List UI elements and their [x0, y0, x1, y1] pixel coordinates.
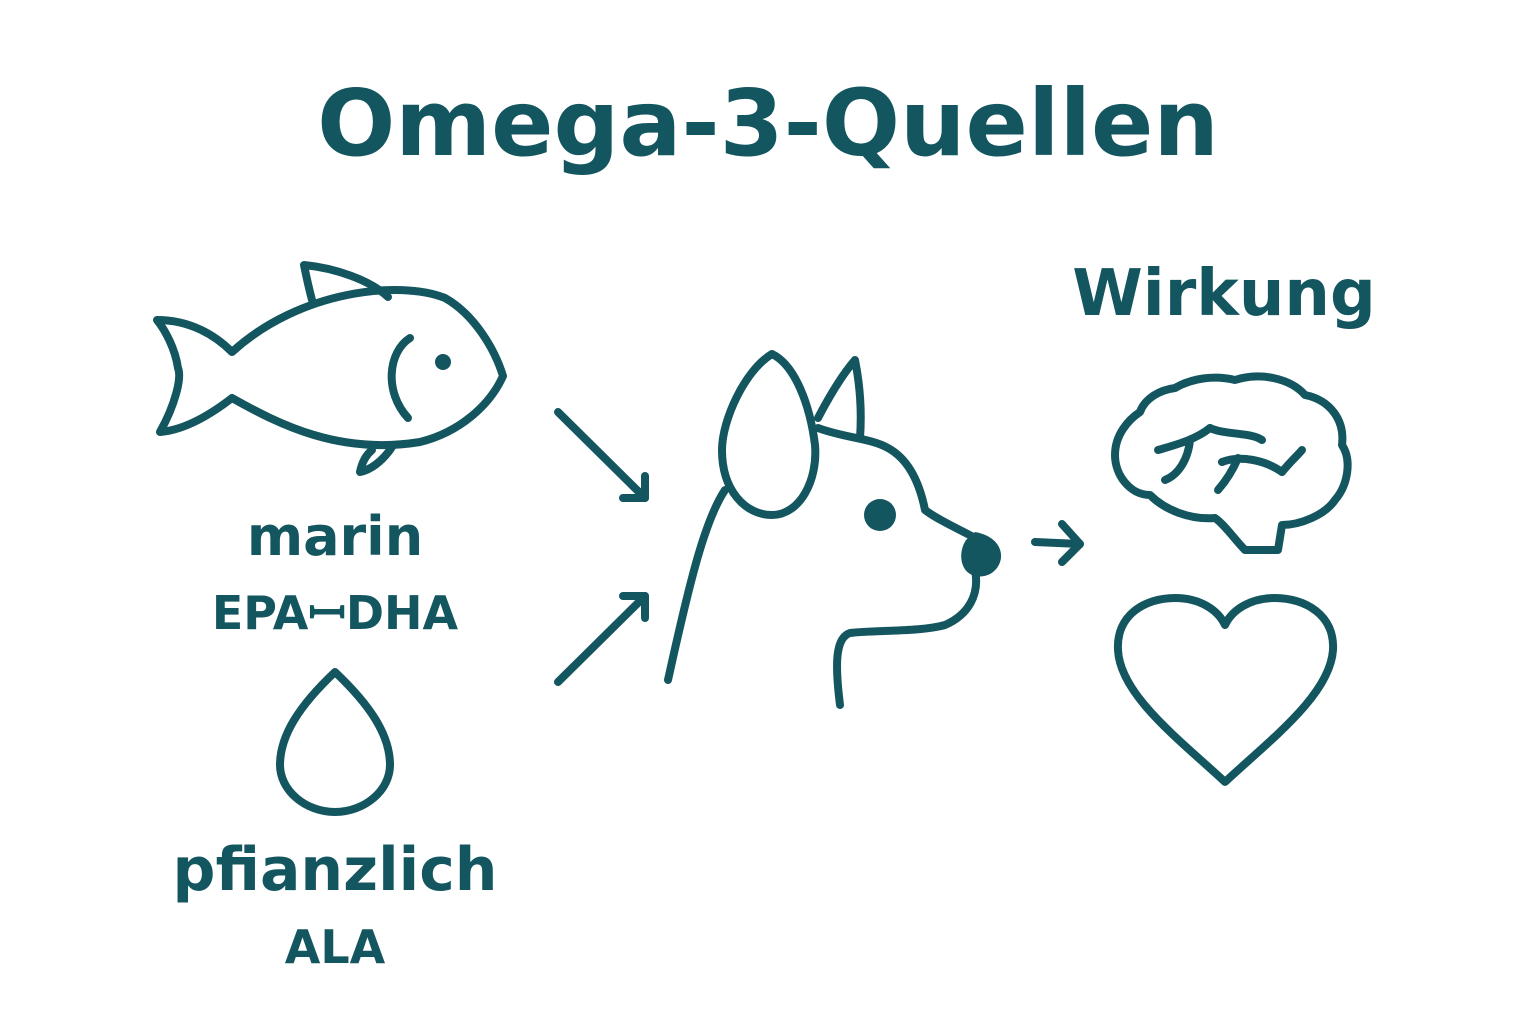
marine-source-subtitle: EPAꟷDHA [211, 586, 459, 640]
diagram-title: Omega-3-Quellen [317, 70, 1219, 177]
effects-heading: Wirkung [1072, 257, 1376, 331]
plant-source-subtitle: ALA [284, 920, 386, 974]
plant-source-label: pfianzlich [172, 835, 498, 905]
marine-source-label: marin [246, 505, 424, 568]
